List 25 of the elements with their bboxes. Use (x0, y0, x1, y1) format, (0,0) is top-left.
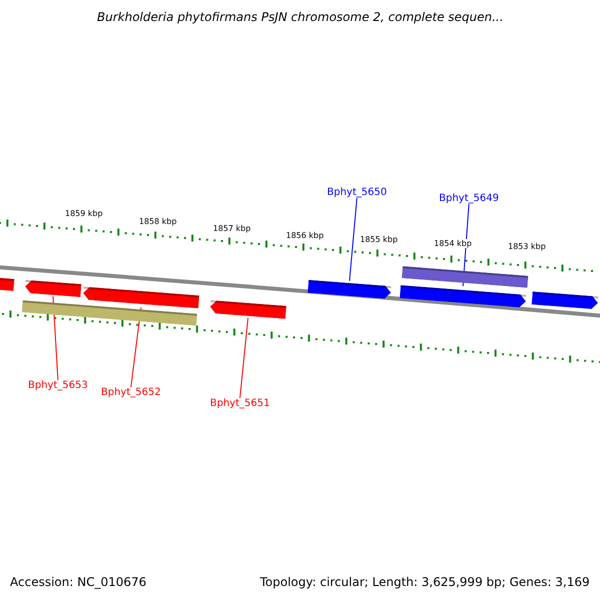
leader-line (349, 198, 358, 282)
gene-feature (210, 300, 286, 319)
gene-feature (308, 280, 392, 300)
scale-label: 1855 kbp (360, 235, 398, 244)
gene-feature (532, 291, 598, 310)
scale-label: 1859 kbp (65, 209, 103, 218)
scale-label: 1854 kbp (434, 239, 472, 248)
scale-label: 1853 kbp (508, 242, 546, 251)
gene-label: Bphyt_5650 (327, 187, 387, 198)
feature-bar (22, 300, 198, 326)
title: Burkholderia phytofirmans PsJN chromosome 2, complete sequen... (97, 10, 504, 24)
accession-text: Accession: NC_010676 (10, 575, 146, 589)
leader-line (52, 296, 58, 380)
gene-label: Bphyt_5651 (210, 398, 270, 409)
feature-bar (402, 266, 528, 288)
scale-label: 1856 kbp (286, 231, 324, 240)
scale-label: 1858 kbp (139, 217, 177, 226)
gene-label: Bphyt_5649 (439, 193, 499, 204)
topology-text: Topology: circular; Length: 3,625,999 bp; Genes: 3,169 (260, 575, 590, 589)
gene-label: Bphyt_5653 (28, 380, 88, 391)
gene-feature (400, 285, 526, 308)
gene-label: Bphyt_5652 (101, 387, 161, 398)
gene-feature (24, 280, 82, 298)
scale-label: 1857 kbp (213, 224, 251, 233)
leader-line (239, 317, 248, 398)
